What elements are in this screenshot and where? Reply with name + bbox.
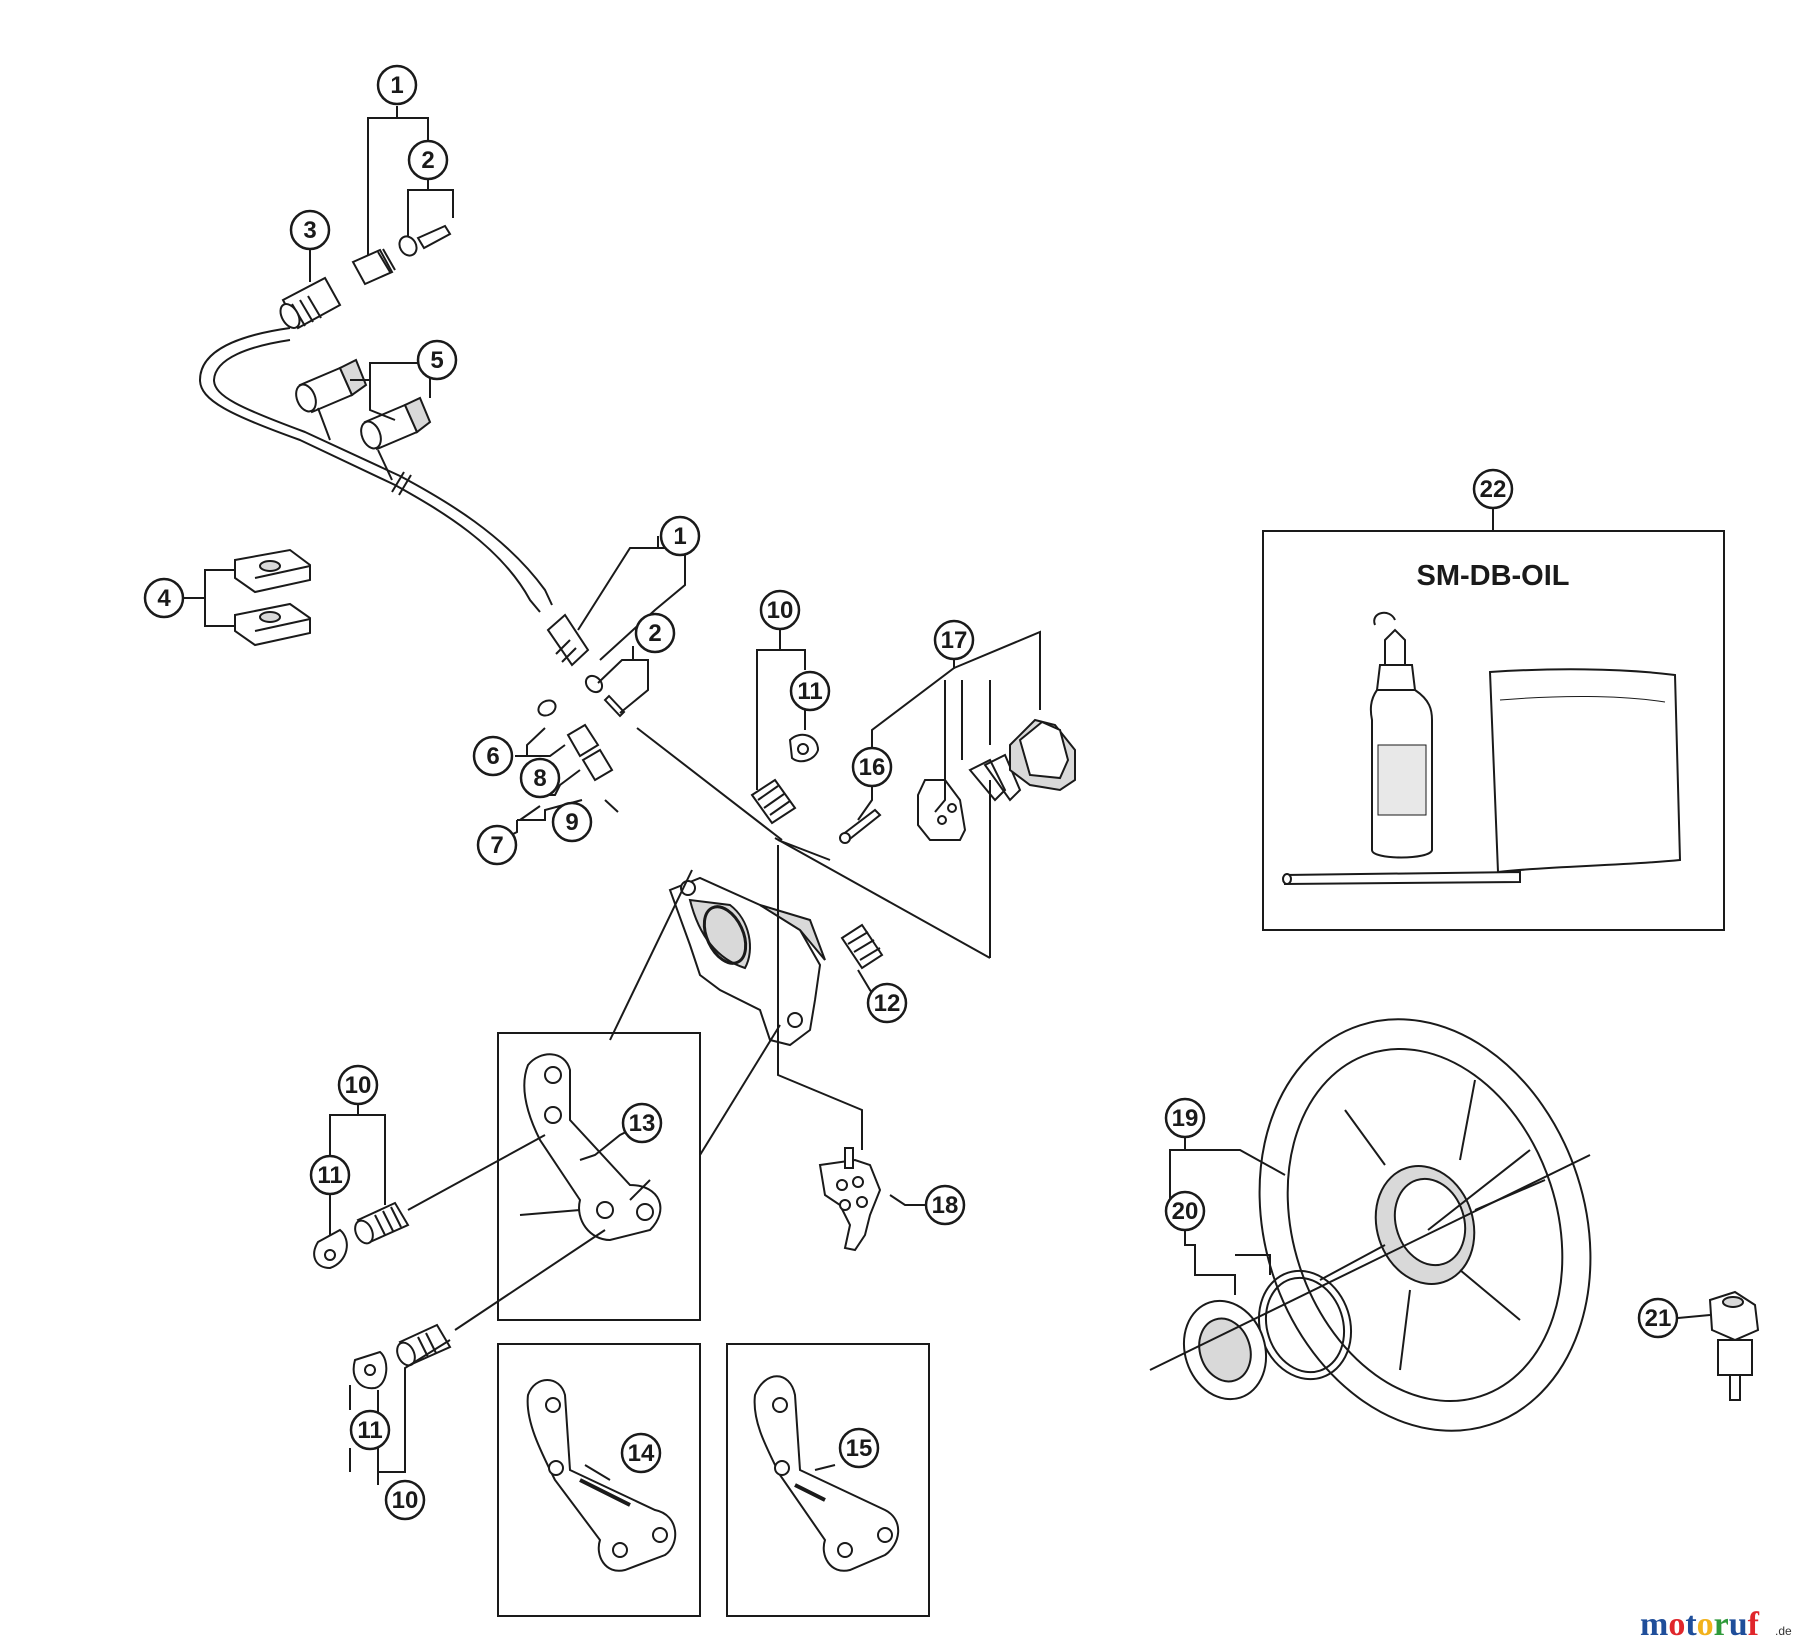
callout-20: 20 (1164, 1190, 1206, 1232)
callout-15: 15 (838, 1427, 880, 1469)
mount-adapter-15 (726, 1343, 930, 1617)
svg-text:1: 1 (673, 523, 686, 550)
callout-11-top: 11 (789, 670, 831, 712)
callout-10-left: 10 (337, 1064, 379, 1106)
svg-text:10: 10 (392, 1487, 419, 1514)
brake-hose (198, 327, 553, 613)
callout-10-bottom: 10 (384, 1479, 426, 1521)
svg-text:17: 17 (941, 627, 968, 654)
callout-3: 3 (289, 209, 331, 251)
pad-spacer-18 (818, 1147, 882, 1252)
watermark-logo: motoruf .de (1640, 1606, 1792, 1643)
callout-4: 4 (143, 577, 185, 619)
callout-2-mid: 2 (634, 612, 676, 654)
lockring-20 (1182, 1269, 1353, 1401)
callout-7: 7 (476, 824, 518, 866)
mount-adapter-14 (497, 1343, 701, 1617)
callout-12: 12 (866, 982, 908, 1024)
svg-text:20: 20 (1172, 1198, 1199, 1225)
callout-6: 6 (472, 735, 514, 777)
caliper-bolts (750, 733, 884, 970)
lockring-tool-21 (1708, 1290, 1760, 1401)
watermark-suffix: .de (1775, 1624, 1792, 1638)
svg-text:18: 18 (932, 1192, 959, 1219)
callout-14: 14 (620, 1432, 662, 1474)
callout-8: 8 (519, 757, 561, 799)
oil-bottle (1369, 611, 1433, 859)
callouts: 1 2 3 4 5 1 2 6 8 7 9 10 11 17 16 12 10 … (143, 64, 1679, 1521)
disc-rotor (1258, 1018, 1592, 1432)
callout-1-top: 1 (376, 64, 418, 106)
svg-text:5: 5 (430, 347, 443, 374)
svg-text:22: 22 (1480, 476, 1507, 503)
svg-text:15: 15 (846, 1435, 873, 1462)
bleed-tube (1282, 870, 1521, 886)
svg-text:11: 11 (357, 1417, 382, 1444)
hose-nut-3 (279, 276, 342, 330)
callout-11-left: 11 (309, 1154, 351, 1196)
svg-text:7: 7 (490, 832, 503, 859)
svg-text:2: 2 (648, 620, 661, 647)
callout-18: 18 (924, 1184, 966, 1226)
callout-10-top: 10 (759, 589, 801, 631)
caliper-body (668, 876, 826, 1047)
callout-16: 16 (851, 746, 893, 788)
svg-text:11: 11 (317, 1162, 342, 1189)
callout-9: 9 (551, 801, 593, 843)
svg-text:11: 11 (797, 678, 822, 705)
svg-text:1: 1 (390, 72, 403, 99)
hose-bottom-fittings (546, 613, 626, 718)
svg-text:2: 2 (421, 147, 434, 174)
svg-text:motoruf: motoruf (1640, 1606, 1760, 1643)
oil-kit-box: SM-DB-OIL (1262, 530, 1725, 931)
svg-text:10: 10 (345, 1072, 372, 1099)
svg-text:9: 9 (565, 809, 578, 836)
adapter-bolts (313, 1201, 452, 1390)
callout-13: 13 (621, 1102, 663, 1144)
svg-text:3: 3 (303, 217, 316, 244)
svg-text:21: 21 (1645, 1305, 1672, 1332)
callout-5: 5 (416, 339, 458, 381)
mount-adapter-13 (497, 1032, 701, 1321)
hose-top-fittings (279, 224, 452, 330)
callout-17: 17 (933, 619, 975, 661)
callout-11-bottom: 11 (349, 1409, 391, 1451)
svg-text:13: 13 (629, 1110, 656, 1137)
svg-text:14: 14 (628, 1440, 655, 1467)
callout-2-top: 2 (407, 139, 449, 181)
callout-21: 21 (1637, 1297, 1679, 1339)
brake-pads (839, 718, 1076, 844)
svg-text:10: 10 (767, 597, 794, 624)
oil-kit-title: SM-DB-OIL (1416, 560, 1569, 592)
svg-text:8: 8 (533, 765, 546, 792)
svg-text:12: 12 (874, 990, 901, 1017)
bleed-nipple-parts (537, 699, 619, 813)
svg-text:6: 6 (486, 743, 499, 770)
callout-22: 22 (1472, 468, 1514, 510)
svg-text:4: 4 (157, 585, 171, 612)
olive-2-top (398, 224, 452, 257)
hose-guides-5 (295, 358, 432, 451)
svg-text:16: 16 (859, 754, 886, 781)
oil-bag (1488, 668, 1682, 874)
hose-clamps-4 (234, 548, 311, 647)
callout-19: 19 (1164, 1097, 1206, 1139)
svg-text:19: 19 (1172, 1105, 1199, 1132)
callout-1-mid: 1 (659, 515, 701, 557)
connecting-insert-1-top (351, 248, 396, 286)
